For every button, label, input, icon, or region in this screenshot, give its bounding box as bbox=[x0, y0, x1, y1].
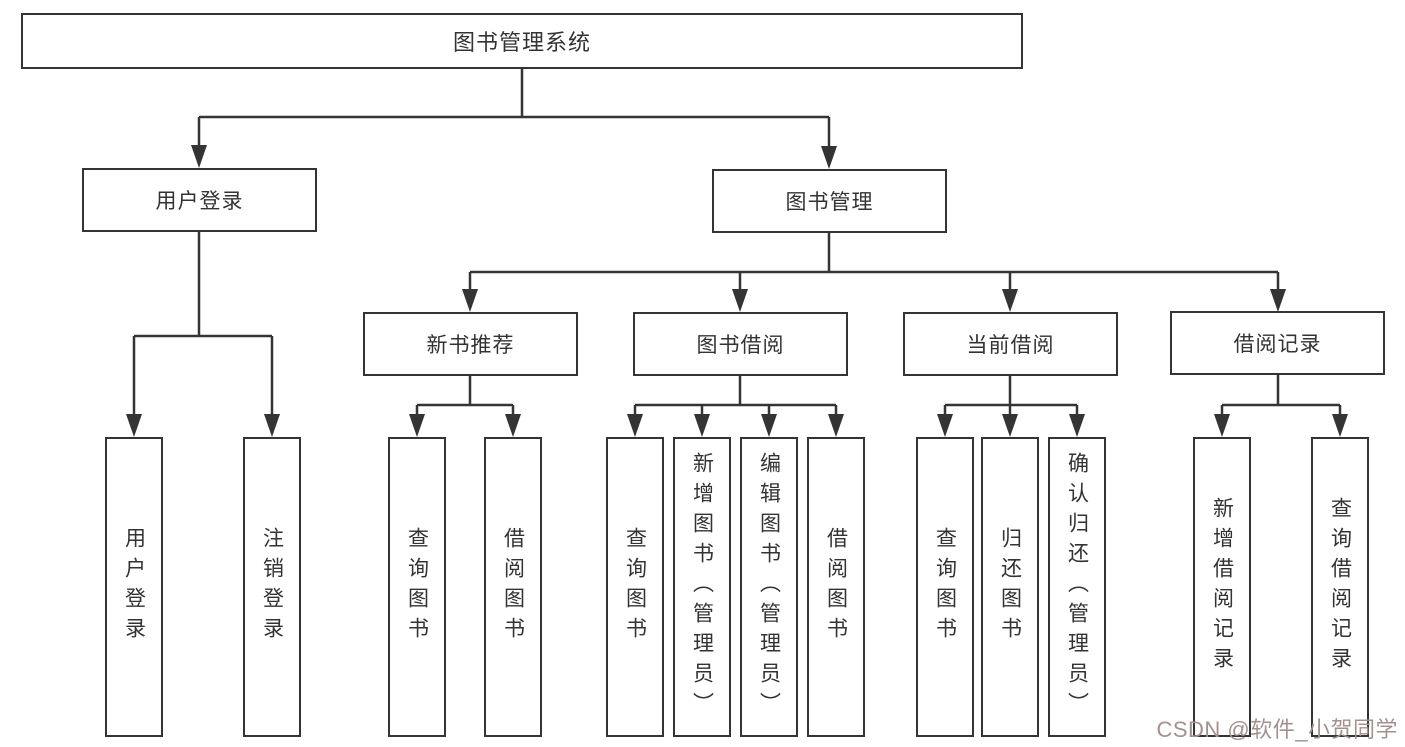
connector-new-book-recommend-to-leaves bbox=[415, 376, 515, 417]
leaf-edit-books-admin: 编辑图书（管理员） bbox=[740, 437, 798, 737]
arrowhead bbox=[462, 289, 478, 312]
leaf-borrow-books-label: 借阅图书 bbox=[824, 527, 848, 647]
arrowhead bbox=[937, 414, 953, 437]
node-book-borrow-label: 图书借阅 bbox=[696, 334, 785, 357]
connector-root-to-level2 bbox=[197, 69, 831, 149]
arrowhead bbox=[694, 414, 710, 437]
leaf-query-books-recommend-label: 查询图书 bbox=[405, 527, 429, 647]
node-borrow-records: 借阅记录 bbox=[1170, 311, 1385, 375]
arrowhead bbox=[828, 414, 844, 437]
arrowhead bbox=[1270, 289, 1286, 312]
node-user-login: 用户登录 bbox=[82, 168, 317, 232]
csdn-watermark: CSDN @软件_小贺同学 bbox=[1156, 717, 1398, 742]
arrowhead bbox=[1214, 414, 1230, 437]
arrowhead bbox=[627, 414, 643, 437]
node-book-management-label: 图书管理 bbox=[785, 191, 874, 214]
node-current-borrow-label: 当前借阅 bbox=[966, 334, 1055, 357]
leaf-add-books-admin: 新增图书（管理员） bbox=[673, 437, 731, 737]
node-new-book-recommend: 新书推荐 bbox=[363, 312, 578, 376]
leaf-user-login-label: 用户登录 bbox=[122, 527, 146, 647]
leaf-borrow-books-recommend-label: 借阅图书 bbox=[501, 527, 525, 647]
node-borrow-records-label: 借阅记录 bbox=[1233, 333, 1322, 356]
leaf-confirm-return-admin: 确认归还（管理员） bbox=[1048, 437, 1106, 737]
leaf-query-borrow-record-label: 查询借阅记录 bbox=[1328, 497, 1352, 677]
leaf-borrow-books-recommend: 借阅图书 bbox=[484, 437, 542, 737]
leaf-query-books-borrow-label: 查询图书 bbox=[623, 527, 647, 647]
leaf-query-borrow-record: 查询借阅记录 bbox=[1311, 437, 1369, 737]
leaf-logout-label: 注销登录 bbox=[260, 527, 284, 647]
leaf-query-books-current-label: 查询图书 bbox=[933, 527, 957, 647]
arrowhead bbox=[732, 289, 748, 312]
arrowhead bbox=[1332, 414, 1348, 437]
connector-borrow-records-to-leaves bbox=[1220, 375, 1342, 417]
leaf-add-borrow-record-label: 新增借阅记录 bbox=[1210, 497, 1234, 677]
leaf-return-books: 归还图书 bbox=[981, 437, 1039, 737]
leaf-user-login: 用户登录 bbox=[105, 437, 163, 737]
leaf-edit-books-admin-label: 编辑图书（管理员） bbox=[757, 452, 781, 722]
arrowhead bbox=[264, 414, 280, 437]
node-book-management: 图书管理 bbox=[712, 169, 947, 233]
arrowhead bbox=[505, 414, 521, 437]
node-root-label: 图书管理系统 bbox=[452, 30, 591, 55]
arrowhead bbox=[821, 146, 837, 169]
node-current-borrow: 当前借阅 bbox=[903, 312, 1118, 376]
leaf-query-books-borrow: 查询图书 bbox=[606, 437, 664, 737]
leaf-logout: 注销登录 bbox=[243, 437, 301, 737]
node-new-book-recommend-label: 新书推荐 bbox=[426, 334, 515, 357]
leaf-return-books-label: 归还图书 bbox=[998, 527, 1022, 647]
node-root: 图书管理系统 bbox=[21, 13, 1023, 69]
node-book-borrow: 图书借阅 bbox=[633, 312, 848, 376]
arrowhead bbox=[126, 414, 142, 437]
arrowhead bbox=[761, 414, 777, 437]
arrowhead bbox=[409, 414, 425, 437]
connector-book-management-to-level3 bbox=[468, 233, 1280, 292]
node-user-login-label: 用户登录 bbox=[155, 190, 244, 213]
connector-user-login-to-leaves bbox=[132, 232, 274, 416]
leaf-confirm-return-admin-label: 确认归还（管理员） bbox=[1065, 452, 1089, 722]
arrowheads bbox=[126, 145, 1348, 437]
connector-book-borrow-to-leaves bbox=[633, 376, 838, 417]
arrowhead bbox=[1002, 414, 1018, 437]
leaf-borrow-books: 借阅图书 bbox=[807, 437, 865, 737]
arrowhead bbox=[1002, 289, 1018, 312]
leaf-query-books-recommend: 查询图书 bbox=[388, 437, 446, 737]
leaf-add-books-admin-label: 新增图书（管理员） bbox=[690, 452, 714, 722]
arrowhead bbox=[191, 145, 207, 168]
connector-current-borrow-to-leaves bbox=[943, 376, 1079, 417]
leaf-query-books-current: 查询图书 bbox=[916, 437, 974, 737]
leaf-add-borrow-record: 新增借阅记录 bbox=[1193, 437, 1251, 737]
arrowhead bbox=[1069, 414, 1085, 437]
